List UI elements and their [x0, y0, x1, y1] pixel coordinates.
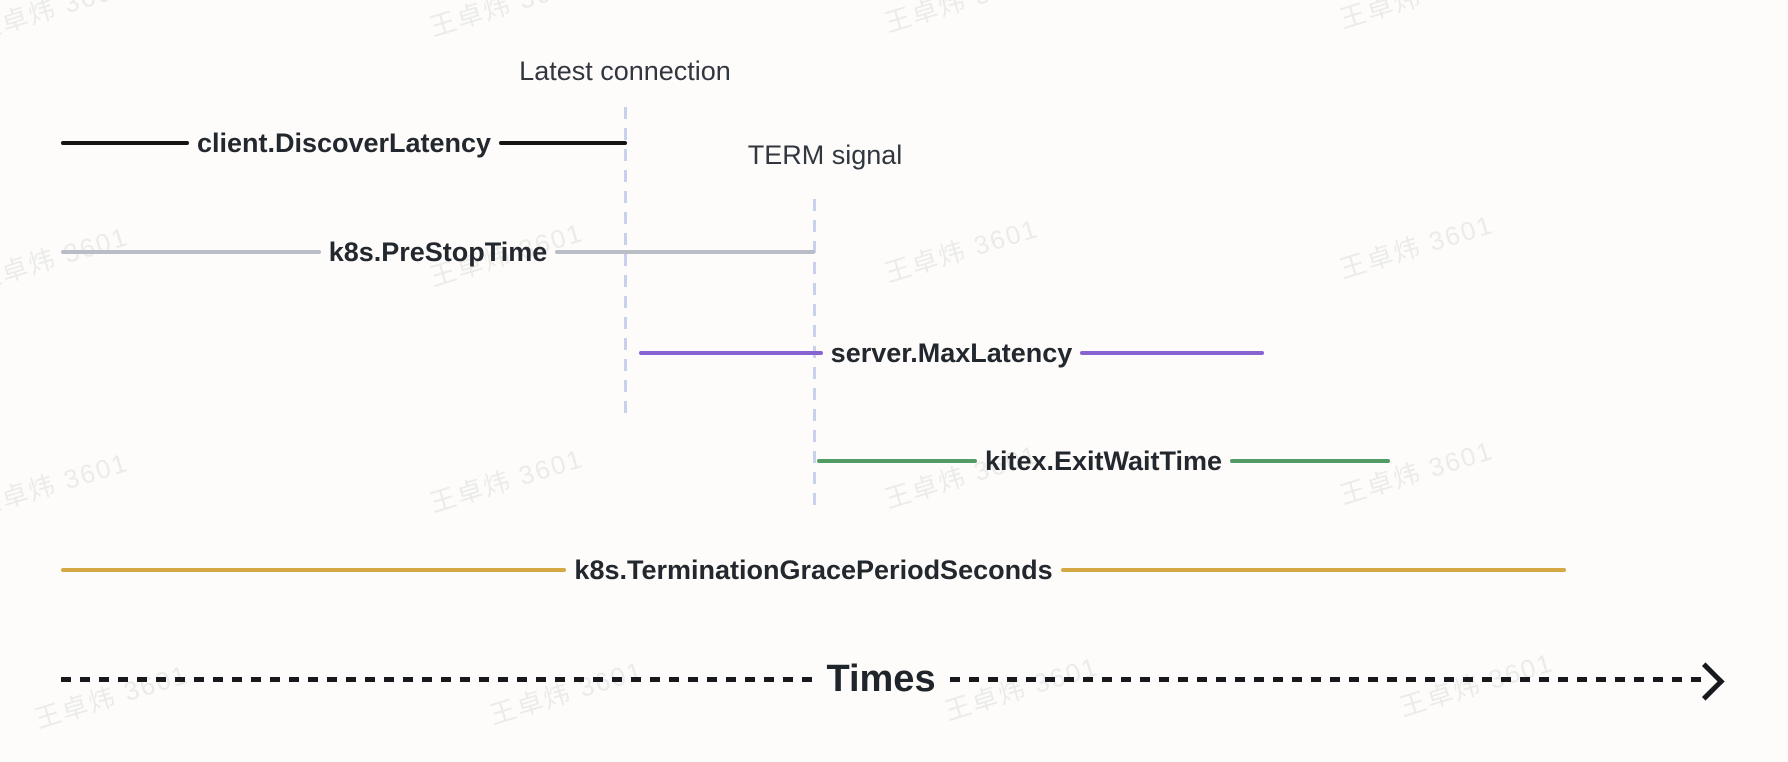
line-segment: [61, 250, 321, 254]
axis-dashed-segment: [949, 676, 1702, 682]
axis-dashed-segment: [61, 676, 813, 682]
timeline-client-discover-latency: client.DiscoverLatency: [61, 123, 628, 163]
watermark-text: 王卓炜 3601: [426, 443, 587, 519]
timeline-label: k8s.PreStopTime: [328, 236, 548, 267]
line-segment: [817, 459, 977, 463]
timeline-label: server.MaxLatency: [830, 337, 1073, 368]
line-segment: [61, 141, 189, 145]
line-segment: [555, 250, 816, 254]
milestone-label-term-signal: TERM signal: [747, 140, 903, 170]
timeline-label: k8s.TerminationGracePeriodSeconds: [574, 554, 1053, 585]
watermark-text: 王卓炜 3601: [426, 0, 587, 43]
timeline-label: kitex.ExitWaitTime: [984, 445, 1223, 476]
watermark-text: 王卓炜 3601: [881, 213, 1042, 289]
watermark-text: 王卓炜 3601: [881, 0, 1042, 39]
timeline-k8s-prestop-time: k8s.PreStopTime: [61, 232, 816, 272]
timeline-server-max-latency: server.MaxLatency: [639, 333, 1264, 373]
timeline-kitex-exit-wait-time: kitex.ExitWaitTime: [817, 441, 1390, 481]
line-segment: [1060, 568, 1567, 572]
watermark-text: 王卓炜 3601: [1335, 0, 1498, 36]
milestone-label-latest-connection: Latest connection: [519, 56, 731, 86]
line-segment: [1080, 351, 1264, 355]
watermark-text: 王卓炜 3601: [0, 0, 132, 47]
watermark-text: 王卓炜 3601: [1336, 209, 1497, 285]
watermark-text: 王卓炜 3601: [0, 447, 132, 523]
milestone-line-latest-connection: [624, 107, 627, 417]
timeline-label: client.DiscoverLatency: [196, 127, 492, 158]
time-axis: Times: [61, 654, 1702, 704]
line-segment: [499, 141, 628, 145]
line-segment: [61, 568, 567, 572]
line-segment: [639, 351, 823, 355]
time-axis-label: Times: [826, 657, 936, 700]
timeline-k8s-termination-grace-period: k8s.TerminationGracePeriodSeconds: [61, 550, 1567, 590]
line-segment: [1230, 459, 1390, 463]
